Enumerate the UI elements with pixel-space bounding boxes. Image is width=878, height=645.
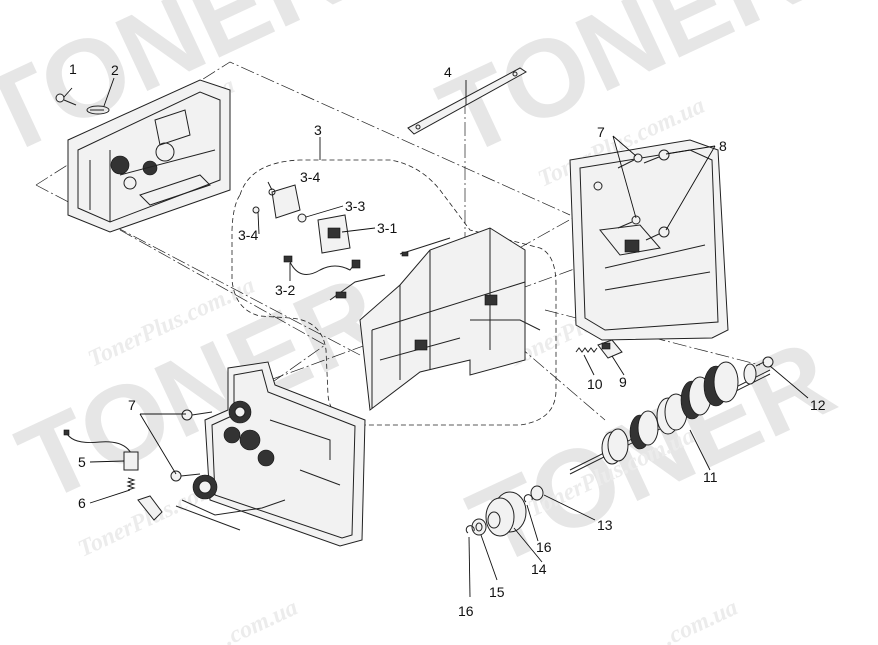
callout-12: 12 bbox=[810, 397, 826, 413]
screw-part-8 bbox=[643, 149, 670, 164]
sensor-part-5 bbox=[63, 429, 139, 471]
gear-cluster bbox=[175, 400, 286, 531]
callout-16: 16 bbox=[458, 603, 474, 619]
strip-part-4 bbox=[407, 67, 527, 135]
callout-13: 13 bbox=[597, 517, 613, 533]
callout-16: 16 bbox=[536, 539, 552, 555]
callout-2: 2 bbox=[111, 62, 119, 78]
callout-8: 8 bbox=[719, 138, 727, 154]
callout-9: 9 bbox=[619, 374, 627, 390]
subassembly-3 bbox=[252, 184, 451, 301]
screw-part-7 bbox=[181, 409, 213, 421]
callout-5: 5 bbox=[78, 454, 86, 470]
spring-part-10 bbox=[575, 347, 598, 353]
callout-10: 10 bbox=[587, 376, 603, 392]
actuator-lever bbox=[137, 495, 163, 521]
callout-7: 7 bbox=[597, 124, 605, 140]
roller bbox=[629, 410, 659, 450]
spring-part-6 bbox=[126, 477, 136, 491]
e-ring-part-16 bbox=[465, 525, 475, 534]
callout-3-4: 3-4 bbox=[238, 227, 258, 243]
leader-lines bbox=[63, 77, 809, 598]
part-9 bbox=[597, 339, 623, 359]
callout-3-2: 3-2 bbox=[275, 282, 295, 298]
bushing-part-13 bbox=[530, 485, 544, 501]
callout-3-4: 3-4 bbox=[300, 169, 320, 185]
part-12 bbox=[755, 356, 774, 368]
callout-14: 14 bbox=[531, 561, 547, 577]
clip-part-2 bbox=[86, 105, 110, 115]
upper-left-bracket bbox=[67, 79, 231, 233]
watermark-domain: .com.ua bbox=[220, 595, 302, 645]
callout-11: 11 bbox=[703, 469, 718, 485]
callout-4: 4 bbox=[444, 64, 452, 80]
right-bracket bbox=[569, 139, 729, 341]
callout-3-1: 3-1 bbox=[377, 220, 397, 236]
subassembly-3-boundary bbox=[231, 159, 557, 426]
roller bbox=[703, 361, 739, 407]
callout-15: 15 bbox=[489, 584, 505, 600]
roller-shaft-part-11 bbox=[569, 361, 771, 475]
central-frame bbox=[359, 227, 541, 411]
gear-part-14 bbox=[485, 491, 527, 537]
screw-part-7 bbox=[617, 215, 641, 229]
callout-6: 6 bbox=[78, 495, 86, 511]
screw-part-7 bbox=[170, 470, 201, 482]
e-ring-part-16 bbox=[523, 494, 533, 503]
callout-7: 7 bbox=[128, 397, 136, 413]
callout-3: 3 bbox=[314, 122, 322, 138]
callout-3-3: 3-3 bbox=[345, 198, 365, 214]
callout-labels: 1 2 3 3-4 3-3 3-1 3-4 3-2 4 5 6 7 7 8 9 … bbox=[69, 61, 826, 619]
watermark-domain: .com.ua bbox=[660, 595, 742, 645]
roller bbox=[601, 428, 629, 465]
bearing-part-15 bbox=[471, 518, 487, 536]
callout-1: 1 bbox=[69, 61, 77, 77]
screw-part-1 bbox=[55, 93, 77, 106]
